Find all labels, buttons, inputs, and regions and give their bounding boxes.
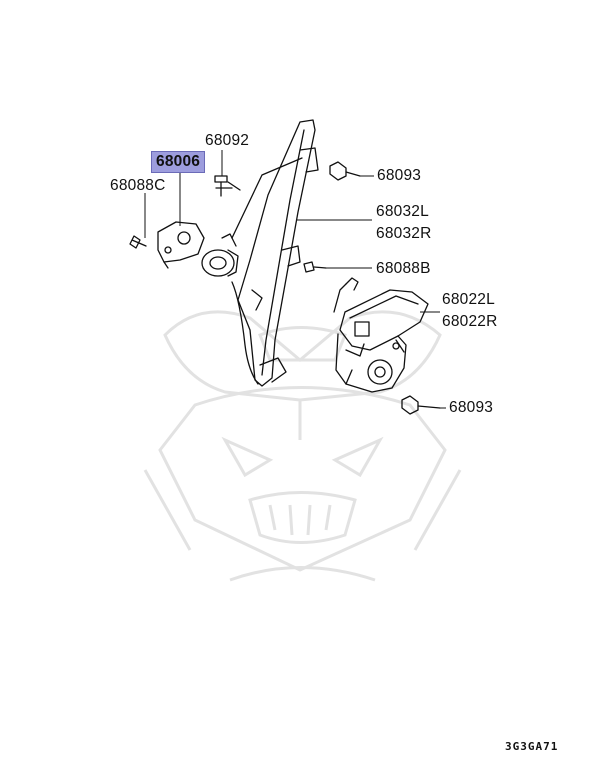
diagram-code: 3G3GA71	[505, 740, 559, 753]
samurai-crest-icon	[143, 310, 462, 582]
part-label-68006-highlighted[interactable]: 68006	[151, 151, 206, 173]
bolt-68092-icon	[214, 175, 241, 197]
part-label-68032l[interactable]: 68032L	[376, 203, 429, 220]
leader-lines	[144, 150, 446, 409]
bolt-68093-bottom-icon	[401, 395, 441, 415]
bolt-68093-top-icon	[329, 161, 361, 181]
bracket-plate-icon	[157, 221, 205, 269]
part-label-68088b[interactable]: 68088B	[376, 260, 431, 277]
regulator-rail	[237, 119, 316, 387]
screw-68088b-icon	[303, 261, 327, 273]
part-label-68088c[interactable]: 68088C	[110, 177, 166, 194]
part-label-68093-top[interactable]: 68093	[377, 167, 422, 184]
part-label-68032r[interactable]: 68032R	[376, 225, 432, 242]
window-motor-icon	[333, 277, 429, 393]
part-label-68022r[interactable]: 68022R	[442, 313, 498, 330]
part-label-68092[interactable]: 68092	[205, 132, 250, 149]
pulley-drum-icon	[201, 233, 239, 277]
part-label-68022l[interactable]: 68022L	[442, 291, 495, 308]
screw-68088c-icon	[129, 235, 147, 249]
part-label-68093-bottom[interactable]: 68093	[449, 399, 494, 416]
